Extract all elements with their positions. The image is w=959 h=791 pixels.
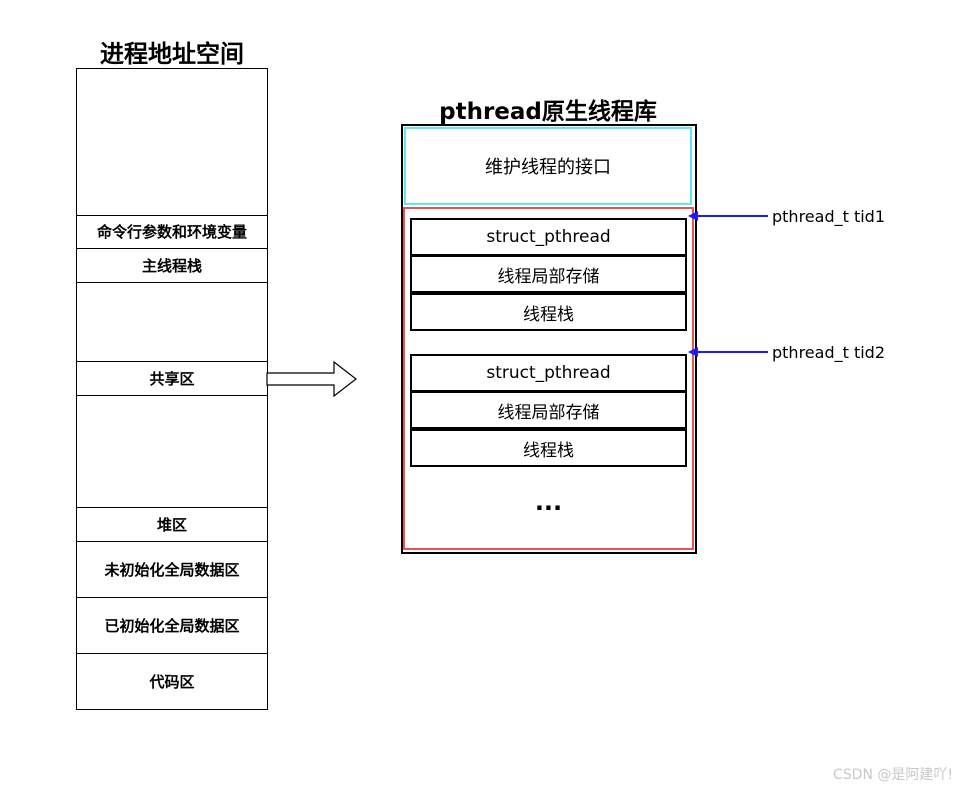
segment-main-stack: 主线程栈 [76, 249, 268, 283]
segment-data: 已初始化全局数据区 [76, 598, 268, 654]
tid2-label: pthread_t tid2 [772, 343, 886, 362]
thread-area-box [403, 207, 694, 550]
segment-top-empty [76, 68, 268, 216]
library-box [401, 124, 697, 554]
mapping-arrow [266, 360, 357, 398]
segment-heap: 堆区 [76, 508, 268, 542]
thread2-tls: 线程局部存储 [410, 391, 687, 429]
thread1-tls: 线程局部存储 [410, 255, 687, 293]
segment-shared: 共享区 [76, 362, 268, 396]
thread1-stack: 线程栈 [410, 293, 687, 331]
watermark: CSDN @是阿建吖! [833, 767, 953, 783]
segment-bss: 未初始化全局数据区 [76, 542, 268, 598]
process-space-title: 进程地址空间 [100, 40, 244, 68]
segment-gap-1 [76, 283, 268, 362]
tid1-label: pthread_t tid1 [772, 207, 886, 226]
interface-box: 维护线程的接口 [404, 127, 692, 205]
thread2-struct: struct_pthread [410, 354, 687, 392]
segment-code: 代码区 [76, 654, 268, 710]
tid1-arrow [688, 211, 768, 221]
thread1-struct: struct_pthread [410, 218, 687, 256]
ellipsis: ... [534, 488, 563, 516]
library-title: pthread原生线程库 [439, 99, 657, 125]
segment-gap-2 [76, 396, 268, 508]
thread2-stack: 线程栈 [410, 429, 687, 467]
tid2-arrow [688, 347, 768, 357]
segment-args-env: 命令行参数和环境变量 [76, 215, 268, 249]
